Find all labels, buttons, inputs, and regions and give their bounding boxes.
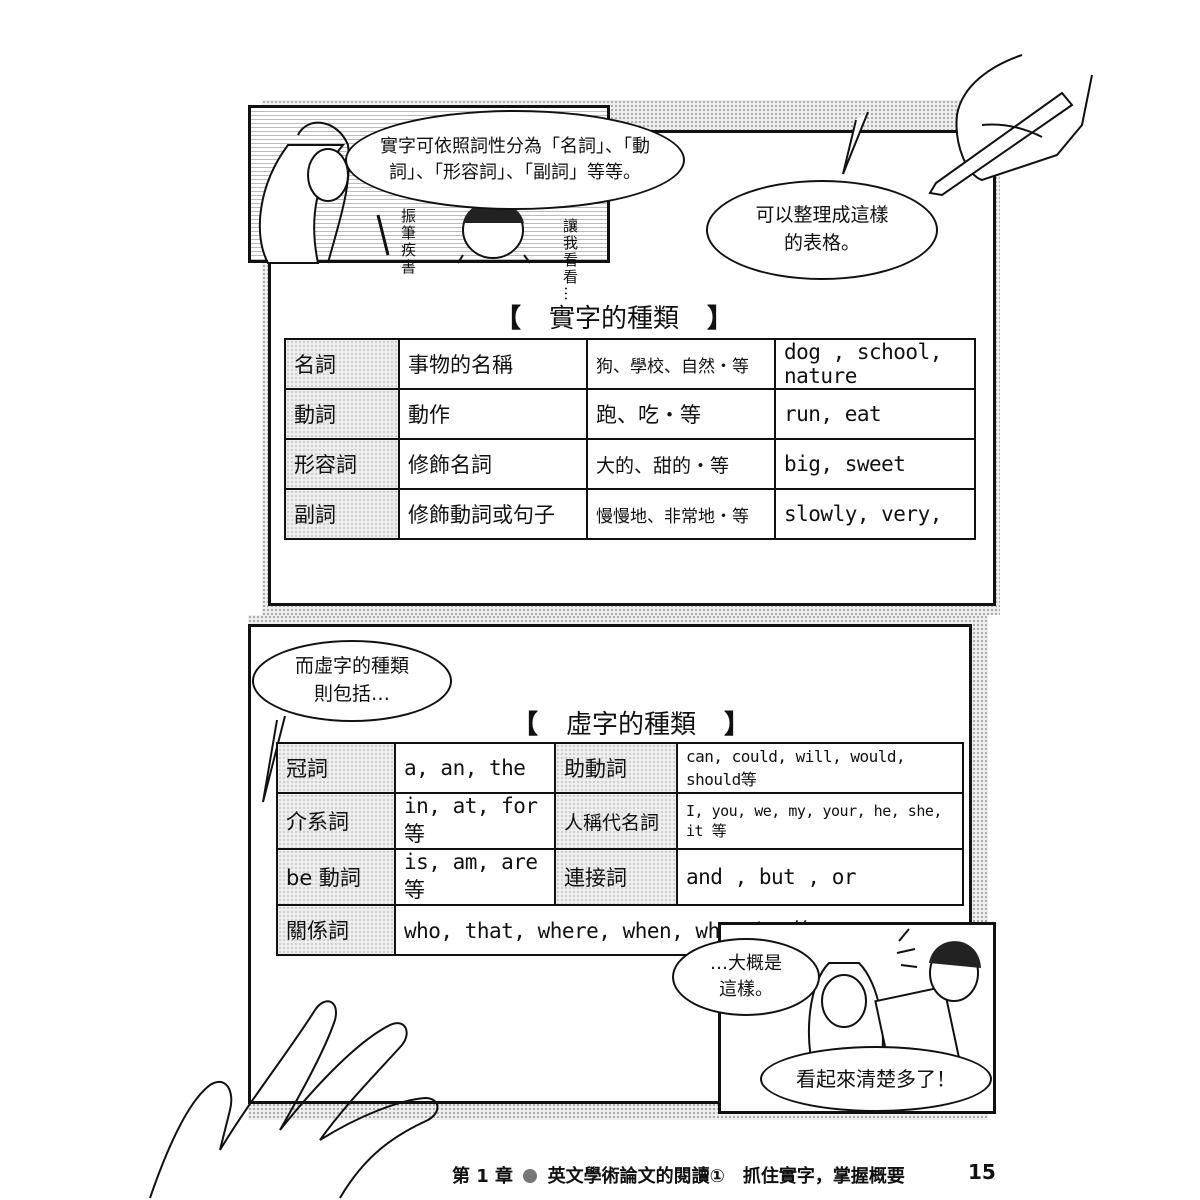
speech-text: 看起來清楚多了！ [796, 1066, 956, 1091]
category-cell: 冠詞 [276, 742, 396, 794]
content-words-title: 實字的種類 [549, 304, 680, 334]
open-bracket: 【 [512, 710, 539, 740]
speech-text: 可以整理成這樣 的表格。 [755, 204, 889, 254]
top-characters-illustration [258, 121, 531, 264]
category-cell: 副詞 [284, 488, 400, 540]
chinese-example-cell: 大的、甜的・等 [586, 438, 776, 490]
category-cell: 關係詞 [276, 904, 396, 956]
speech-text: 實字可依照詞性分為「名詞」、「動 詞」、「形容詞」、「副詞」等等。 [380, 135, 650, 183]
speech-bubble-function-words: 而虛字的種類 則包括… [252, 640, 452, 722]
category-cell: 助動詞 [554, 742, 678, 794]
chinese-example-cell: 跑、吃・等 [586, 388, 776, 440]
speech-text: …大概是 這樣。 [710, 952, 782, 1000]
english-example-cell: dog , school, nature [774, 338, 976, 390]
page-number: 15 [968, 1160, 996, 1184]
example-cell: in, at, for 等 [394, 792, 556, 850]
sfx-writing: 振筆疾書 [399, 208, 417, 276]
function-words-title: 虛字的種類 [566, 710, 697, 740]
category-cell: be 動詞 [276, 848, 396, 906]
example-cell: is, am, are 等 [394, 848, 556, 906]
speech-bubble-clearer: 看起來清楚多了！ [760, 1046, 992, 1112]
speech-bubble-roughly: …大概是 這樣。 [672, 938, 820, 1016]
close-bracket: 】 [707, 304, 734, 334]
example-cell: I, you, we, my, your, he, she, it 等 [676, 792, 964, 850]
category-cell: 連接詞 [554, 848, 678, 906]
close-bracket: 】 [724, 710, 751, 740]
example-cell: and , but , or [676, 848, 964, 906]
meaning-cell: 修飾動詞或句子 [398, 488, 588, 540]
table-row: 介系詞 in, at, for 等 人稱代名詞 I, you, we, my, … [276, 792, 964, 850]
table-row: 動詞 動作 跑、吃・等 run, eat [284, 388, 976, 440]
example-cell: can, could, will, would, should等 [676, 742, 964, 794]
category-cell: 形容詞 [284, 438, 400, 490]
english-example-cell: run, eat [774, 388, 976, 440]
large-hand-illustration [149, 1000, 439, 1199]
english-example-cell: slowly, very, [774, 488, 976, 540]
table-row: 副詞 修飾動詞或句子 慢慢地、非常地・等 slowly, very, [284, 488, 976, 540]
table-row: 形容詞 修飾名詞 大的、甜的・等 big, sweet [284, 438, 976, 490]
meaning-cell: 動作 [398, 388, 588, 440]
category-cell: 名詞 [284, 338, 400, 390]
sfx-look: 讓我看看… [561, 218, 579, 303]
table-row: be 動詞 is, am, are 等 連接詞 and , but , or [276, 848, 964, 906]
table-row: 名詞 事物的名稱 狗、學校、自然・等 dog , school, nature [284, 338, 976, 390]
chinese-example-cell: 慢慢地、非常地・等 [586, 488, 776, 540]
speech-bubble-parts-of-speech: 實字可依照詞性分為「名詞」、「動 詞」、「形容詞」、「副詞」等等。 [345, 110, 685, 210]
chapter-label: 第 1 章 [452, 1166, 514, 1187]
category-cell: 人稱代名詞 [554, 792, 678, 850]
hand-pen-illustration [928, 54, 1093, 197]
category-cell: 介系詞 [276, 792, 396, 850]
chapter-title: 英文學術論文的閱讀① 抓住實字，掌握概要 [547, 1166, 905, 1187]
chinese-example-cell: 狗、學校、自然・等 [586, 338, 776, 390]
table-row: 冠詞 a, an, the 助動詞 can, could, will, woul… [276, 742, 964, 794]
speech-text: 而虛字的種類 則包括… [294, 655, 409, 705]
open-bracket: 【 [495, 304, 522, 334]
content-words-table: 名詞 事物的名稱 狗、學校、自然・等 dog , school, nature … [284, 338, 976, 540]
speech-bubble-table-intro: 可以整理成這樣 的表格。 [706, 180, 938, 280]
bullet-icon [523, 1169, 538, 1183]
example-cell: a, an, the [394, 742, 556, 794]
meaning-cell: 修飾名詞 [398, 438, 588, 490]
meaning-cell: 事物的名稱 [398, 338, 588, 390]
bubble-tail [842, 111, 869, 175]
page-footer: 第 1 章 英文學術論文的閱讀① 抓住實字，掌握概要 [452, 1162, 905, 1188]
content-words-heading: 【 實字的種類 】 [495, 298, 733, 335]
function-words-heading: 【 虛字的種類 】 [512, 704, 750, 741]
category-cell: 動詞 [284, 388, 400, 440]
english-example-cell: big, sweet [774, 438, 976, 490]
